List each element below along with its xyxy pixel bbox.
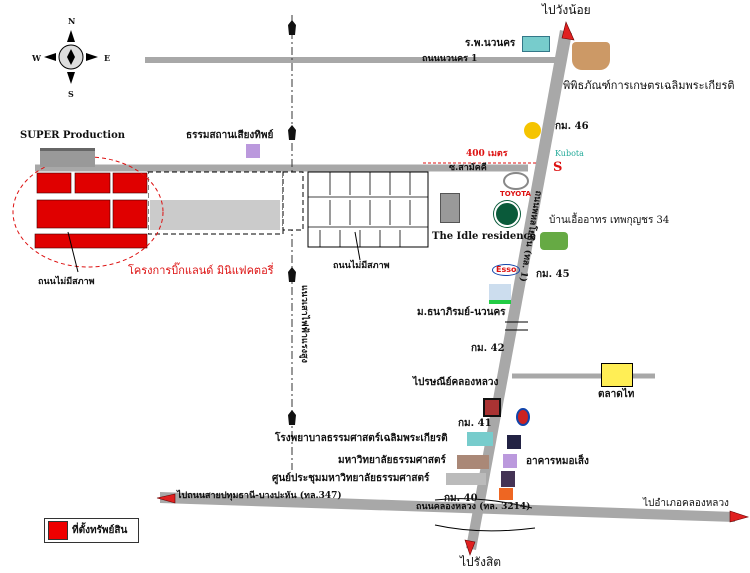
hospital-icon bbox=[522, 36, 550, 52]
convention-icon bbox=[446, 473, 486, 485]
road-break-icon bbox=[505, 321, 528, 331]
khlong-luang-road bbox=[160, 492, 735, 522]
post-office-label: ไปรษณีย์คลองหลวง bbox=[413, 377, 499, 388]
museum-label: พิพิธภัณฑ์การเกษตรเฉลิมพระเกียรติ bbox=[563, 79, 735, 92]
compass-w: W bbox=[32, 53, 41, 63]
soi-label: ซ.สามัคคี bbox=[449, 163, 487, 173]
compass-icon bbox=[44, 30, 98, 84]
post-office-icon bbox=[483, 398, 501, 417]
factory-icon bbox=[40, 148, 95, 167]
arrow-west bbox=[156, 493, 176, 504]
no-road-label-left: ถนนไม่มีสภาพ bbox=[38, 277, 95, 287]
navanakorn-road-label: ถนนนวนคร 1 bbox=[422, 54, 478, 64]
village-label: ม.ธนาภิรมย์-นวนคร bbox=[417, 307, 506, 318]
pylon-icons bbox=[288, 20, 296, 425]
dharma-place-label: ธรรมสถานเสียงทิพย์ bbox=[186, 130, 274, 141]
tu-hospital-icon bbox=[467, 432, 493, 446]
office-building-icon bbox=[503, 454, 517, 468]
convention-label: ศูนย์ประชุมมหาวิทยาลัยธรรมศาสตร์ bbox=[272, 473, 430, 484]
to-khlong-luang-label: ไปอำเภอคลองหลวง bbox=[643, 498, 729, 509]
project-boundary bbox=[12, 156, 164, 268]
suzuki-logo-icon: S bbox=[553, 160, 563, 175]
market-icon bbox=[601, 363, 633, 387]
km45-marker: กม. 45 bbox=[536, 269, 570, 280]
km40-marker: กม. 40 bbox=[444, 493, 478, 504]
to-pathum-label: ไปถนนสายปทุมธานี-บางปะหัน (ทล.347) bbox=[177, 491, 342, 501]
starbucks-logo-icon bbox=[494, 201, 520, 227]
scb-logo-icon bbox=[501, 471, 515, 487]
legend-label: ที่ตั้งทรัพย์สิน bbox=[72, 525, 128, 536]
legend-swatch bbox=[48, 521, 68, 540]
estate-blocks bbox=[34, 171, 429, 249]
market-label: ตลาดไท bbox=[598, 389, 635, 400]
distance-label: 400 เมตร bbox=[466, 149, 508, 159]
km42-marker: กม. 42 bbox=[471, 343, 505, 354]
super-production-label: SUPER Production bbox=[20, 130, 126, 141]
power-line-label: แนวเสาไฟฟ้าแรงสูง bbox=[299, 285, 309, 363]
museum-icon bbox=[572, 42, 610, 70]
phahonyothin-road bbox=[466, 30, 572, 550]
to-rangsit-label: ไปรังสิต bbox=[460, 555, 502, 569]
university-icon bbox=[457, 455, 489, 469]
park-icon bbox=[540, 232, 568, 250]
pointer-left bbox=[67, 231, 79, 273]
compass-s: S bbox=[68, 89, 74, 99]
elderly-home-label: บ้านเอื้ออาทร เทพกุญชร 34 bbox=[549, 215, 670, 226]
arrow-north bbox=[561, 21, 575, 41]
km41-marker: กม. 41 bbox=[458, 418, 492, 429]
tu-label: มหาวิทยาลัยธรรมศาสตร์ bbox=[338, 455, 446, 466]
esso-logo: Esso bbox=[492, 264, 521, 276]
pointer-mid bbox=[354, 231, 361, 261]
toyota-logo-icon bbox=[503, 172, 529, 190]
krungthai-logo-icon bbox=[499, 488, 513, 500]
no-road-label-mid: ถนนไม่มีสภาพ bbox=[333, 261, 390, 271]
kubota-logo: Kubota bbox=[555, 149, 584, 158]
khlong-luang-break bbox=[434, 498, 536, 532]
building-icon bbox=[440, 193, 460, 223]
house-icon bbox=[489, 284, 511, 304]
project-name-label: โครงการบิ๊กแลนด์ มินิแฟคตอรี่ bbox=[128, 264, 274, 277]
compass-n: N bbox=[68, 16, 76, 26]
temple-building-icon bbox=[246, 144, 260, 158]
tu-hospital-label: โรงพยาบาลธรรมศาสตร์เฉลิมพระเกียรติ bbox=[275, 433, 448, 444]
navanakorn-hospital-label: ร.พ.นวนคร bbox=[465, 38, 516, 49]
idle-residence-label: The Idle residence bbox=[432, 231, 537, 242]
arrow-south bbox=[464, 539, 476, 556]
arrow-east bbox=[729, 510, 750, 523]
to-wang-noi-label: ไปวังน้อย bbox=[542, 3, 591, 17]
ptt-logo-icon bbox=[516, 408, 530, 426]
krungsri-logo-icon bbox=[524, 122, 541, 139]
km46-marker: กม. 46 bbox=[555, 121, 589, 132]
khlong-luang-road-label: ถนนคลองหลวง (ทล. 3214) bbox=[416, 502, 531, 512]
bangkok-bank-logo-icon bbox=[507, 435, 521, 449]
legend: ที่ตั้งทรัพย์สิน bbox=[44, 518, 139, 543]
compass-e: E bbox=[104, 53, 111, 63]
building-label: อาคารหมอเส็ง bbox=[526, 456, 589, 467]
toyota-logo: TOYOTA bbox=[500, 190, 531, 198]
